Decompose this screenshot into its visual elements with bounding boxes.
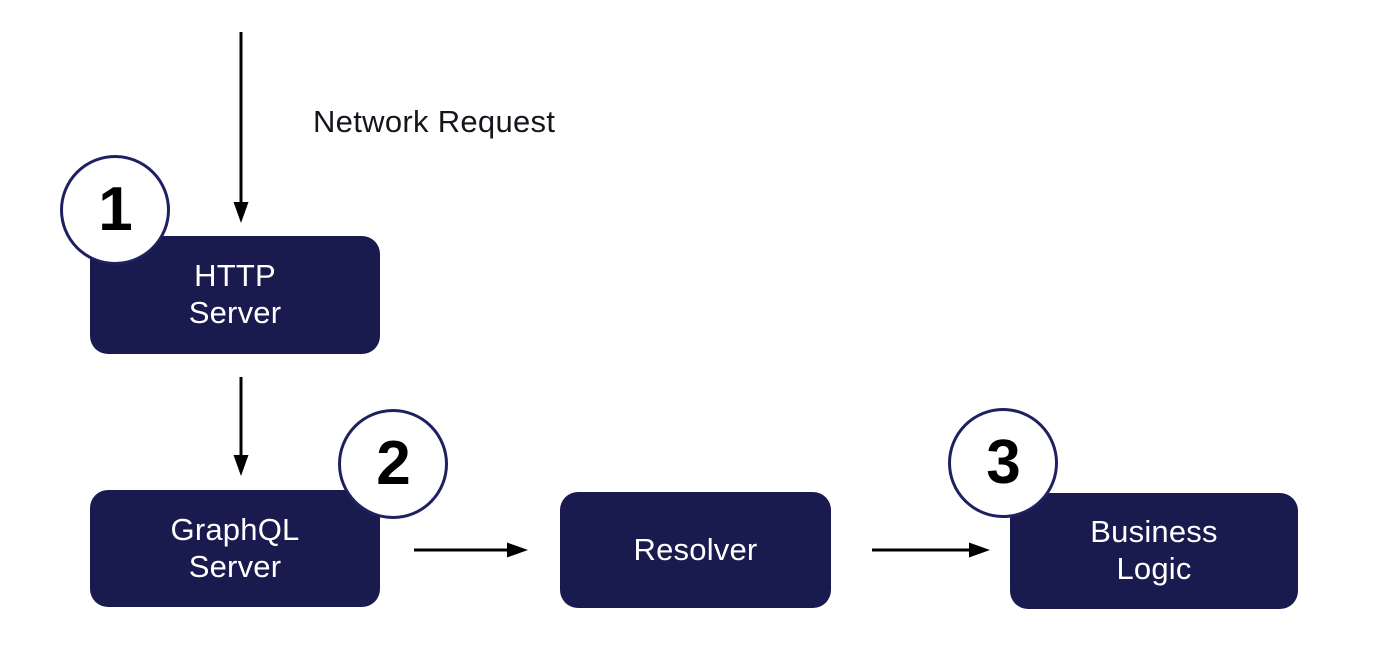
node-resolver[interactable]: Resolver — [560, 492, 831, 608]
node-business-logic[interactable]: Business Logic — [1010, 493, 1298, 609]
step-badge-1: 1 — [60, 155, 170, 265]
arrow-resolver-to-business-logic — [872, 542, 990, 558]
node-http-server-label: HTTP Server — [188, 258, 282, 330]
step-badge-3: 3 — [948, 408, 1058, 518]
edge-label-network-request: Network Request — [313, 104, 556, 139]
step-badge-1-number: 1 — [98, 175, 132, 244]
node-business-logic-label: Business Logic — [1090, 514, 1218, 586]
step-badge-2: 2 — [338, 409, 448, 519]
arrow-graphql-to-resolver — [414, 542, 528, 558]
step-badge-2-number: 2 — [376, 429, 410, 498]
node-resolver-label: Resolver — [633, 531, 758, 567]
step-badge-3-number: 3 — [986, 428, 1020, 497]
node-graphql-server-label: GraphQL Server — [170, 511, 300, 584]
arrow-http-to-graphql — [233, 377, 249, 476]
node-graphql-server[interactable]: GraphQL Server — [90, 490, 380, 607]
arrow-incoming-request — [233, 32, 249, 223]
